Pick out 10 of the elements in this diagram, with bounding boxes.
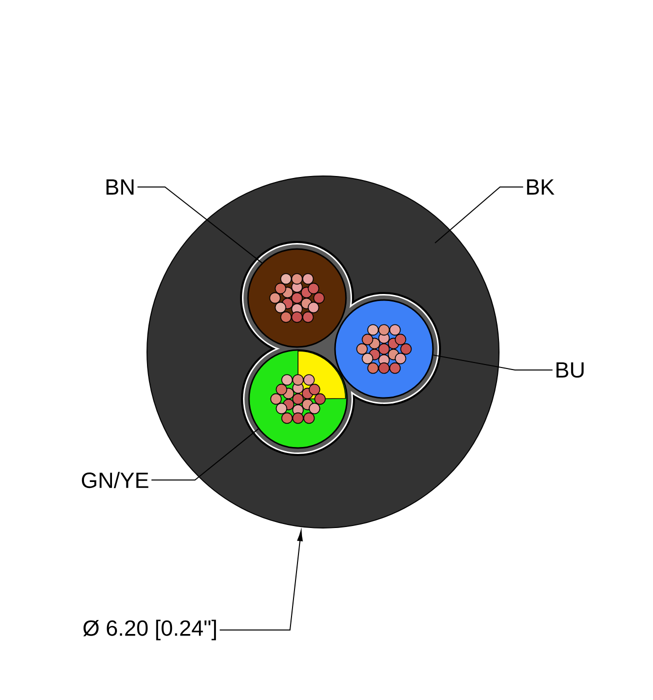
leader-line: [434, 186, 524, 244]
callout-label: BN: [106, 179, 134, 195]
leader-line: [136, 186, 262, 264]
callout-label: BK: [527, 179, 554, 195]
leader-line: [432, 354, 554, 370]
callout-label: BU: [556, 362, 584, 378]
leader-line: [219, 530, 303, 630]
leader-line: [150, 428, 259, 480]
callout-label: GN/YE: [82, 472, 148, 488]
callout-label: Ø 6.20 [0.24"]: [83, 620, 216, 640]
